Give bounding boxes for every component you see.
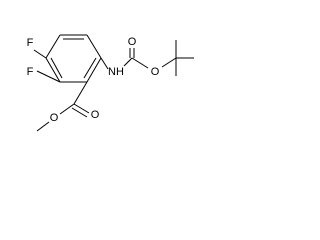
ring-double-bond-right: [83, 57, 97, 79]
bond-ring-nh: [100, 57, 109, 70]
bond-nh-carbonyl-c: [123, 57, 133, 67]
atom-carbamate-ester-o: O: [151, 66, 160, 78]
atom-nh: NH: [108, 66, 124, 78]
bond-ester-c-o-single: [59, 103, 75, 115]
atom-ester-o: O: [50, 112, 59, 124]
bond-o-methyl: [36, 121, 50, 132]
bond-carbamate-c-o-single: [131, 57, 149, 69]
chemical-structure-diagram: F F NH O O O O: [27, 34, 194, 132]
bond-ring-ester-c: [73, 81, 88, 105]
atom-f-top: F: [27, 37, 34, 49]
bond-c-f-top: [33, 49, 47, 59]
ring-bond-c6-c1: [45, 34, 61, 59]
ring-bond-c3-c4: [86, 57, 102, 83]
bond-o-tbutyl-c: [161, 57, 177, 68]
ring-double-bond-left: [50, 57, 63, 79]
bond-ester-c-o-double-b: [71, 107, 88, 118]
bond-ester-c-o-double-a: [73, 103, 90, 114]
atom-f-bottom: F: [27, 66, 34, 78]
atom-carbamate-carbonyl-o: O: [128, 36, 137, 48]
structure-canvas: F F NH O O O O: [0, 0, 221, 153]
ring-bond-c5-c6: [45, 57, 61, 83]
benzene-ring: [45, 34, 102, 83]
atom-ester-carbonyl-o: O: [91, 109, 100, 121]
ring-bond-c2-c3: [86, 34, 102, 59]
bond-c-f-bottom: [36, 70, 61, 83]
